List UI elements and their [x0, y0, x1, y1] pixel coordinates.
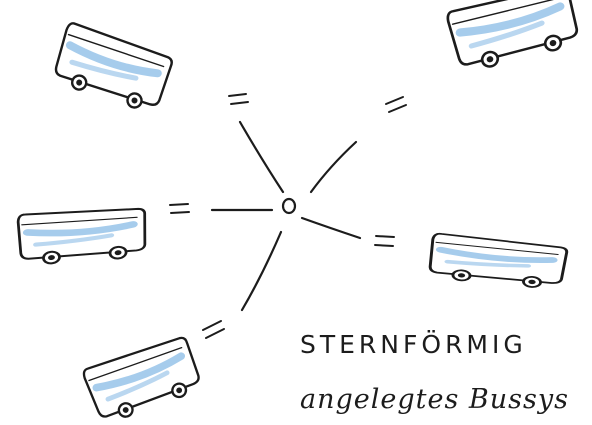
bus-icon-middle-right [429, 233, 567, 288]
hub-circle-icon [283, 199, 295, 213]
bus-icon-bottom-left [81, 327, 206, 425]
route-line-top-right [311, 142, 356, 192]
bus-icon-middle-left [16, 200, 150, 270]
bus-icon-top-right [445, 0, 585, 79]
route-line-mid-right [302, 218, 360, 238]
caption-line-2: angelegtes Bussys [300, 384, 569, 415]
route-line-bottom-left [242, 232, 281, 310]
bus-icon-top-left [51, 22, 175, 114]
route-line-top-left [240, 122, 283, 192]
caption-line-1: STERNFÖRMIG [300, 330, 527, 359]
